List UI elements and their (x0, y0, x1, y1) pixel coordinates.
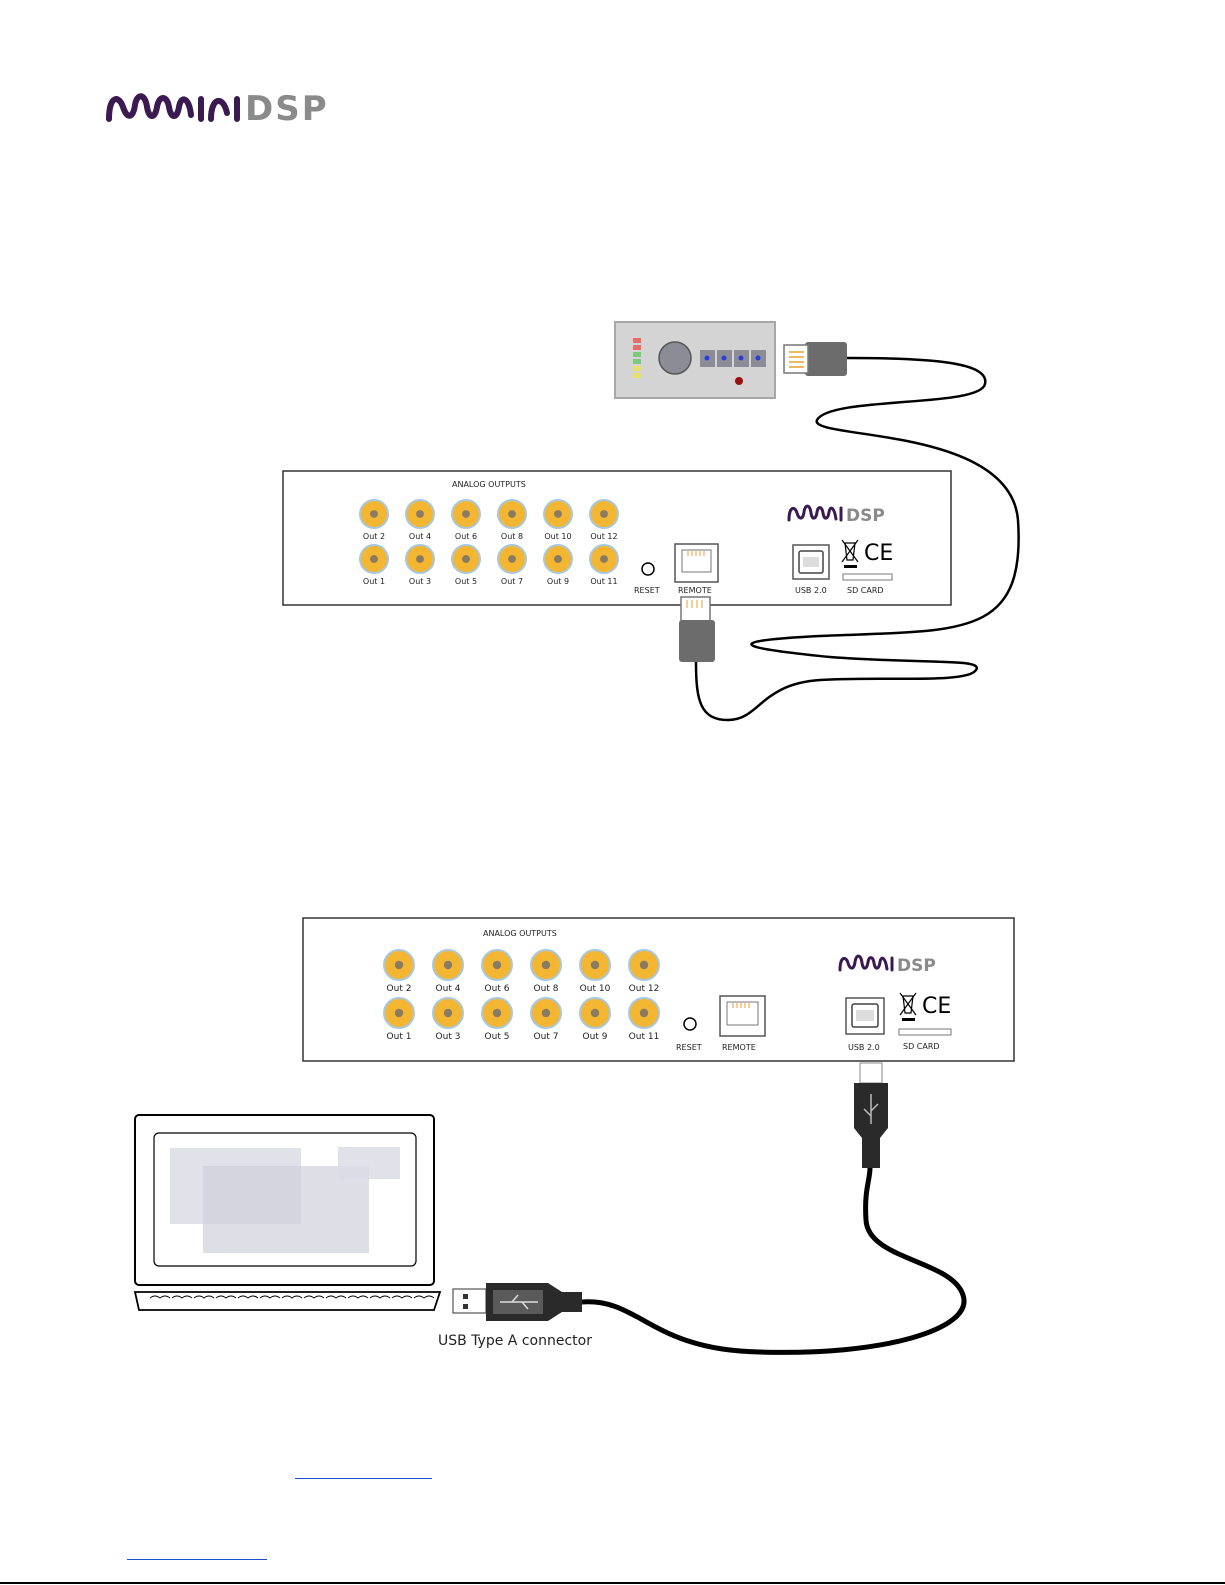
output-jack-label: Out 5 (485, 1032, 510, 1042)
laptop-screen-windows (170, 1147, 400, 1253)
output-jack: Out 9 (544, 545, 572, 586)
remote-label: REMOTE (722, 1043, 756, 1052)
ce-mark: CE (922, 994, 951, 1019)
output-jack: Out 11 (629, 998, 660, 1042)
output-jack-label: Out 1 (387, 1032, 412, 1042)
remote-port (720, 996, 765, 1036)
output-jack: Out 10 (580, 950, 611, 994)
output-jack-label: Out 11 (590, 577, 617, 586)
output-jack-label: Out 10 (580, 984, 611, 994)
link-underline-2 (127, 1559, 267, 1560)
footer-rule (0, 1582, 1225, 1584)
ce-mark: CE (864, 541, 893, 566)
usb-connection-diagram: ANALOG OUTPUTS Out 2 Out 4 Out 6 Out 8 Out 1… (0, 880, 1225, 1380)
analog-outputs-label: ANALOG OUTPUTS (483, 929, 557, 938)
output-jack: Out 12 (590, 500, 618, 541)
output-jack: Out 4 (433, 950, 463, 994)
remote-connection-diagram: ANALOG OUTPUTS Out 2 Out 4 Out 6 Out 8 Out 1… (0, 0, 1225, 760)
output-jack: Out 4 (406, 500, 434, 541)
reset-button (642, 563, 654, 575)
output-jack: Out 12 (629, 950, 660, 994)
output-jack-label: Out 9 (583, 1032, 608, 1042)
output-jack-label: Out 4 (436, 984, 461, 994)
rj45-plug-device (679, 597, 715, 662)
output-jack: Out 2 (360, 500, 388, 541)
usb-label: USB 2.0 (795, 586, 827, 595)
ir-receiver-icon (735, 377, 743, 385)
output-jack: Out 1 (384, 998, 414, 1042)
output-jack: Out 7 (498, 545, 526, 586)
sd-card-label: SD CARD (847, 586, 884, 595)
output-jack: Out 1 (360, 545, 388, 586)
output-jack-label: Out 6 (455, 532, 477, 541)
output-jack: Out 8 (498, 500, 526, 541)
usb-cable (582, 1168, 964, 1352)
output-jack-label: Out 2 (387, 984, 412, 994)
output-jack: Out 5 (482, 998, 512, 1042)
usb-b-port (846, 998, 884, 1034)
remote-port (675, 544, 718, 582)
output-jack-label: Out 9 (547, 577, 569, 586)
output-jack-label: Out 12 (590, 532, 617, 541)
output-jack-label: Out 3 (409, 577, 431, 586)
output-jack-label: Out 8 (534, 984, 559, 994)
output-jack-label: Out 8 (501, 532, 523, 541)
output-jack: Out 5 (452, 545, 480, 586)
output-jack: Out 9 (580, 998, 610, 1042)
laptop (135, 1115, 440, 1310)
output-jack-label: Out 2 (363, 532, 385, 541)
output-jack: Out 6 (452, 500, 480, 541)
reset-button (684, 1018, 696, 1030)
output-jack-label: Out 12 (629, 984, 660, 994)
svg-text:DSP: DSP (897, 956, 936, 976)
device-rear-panel-2: ANALOG OUTPUTS Out 2 Out 4 Out 6 Out 8 Out 1… (303, 918, 1014, 1061)
output-jack: Out 2 (384, 950, 414, 994)
output-jack-label: Out 11 (629, 1032, 660, 1042)
remote-control-unit (615, 322, 775, 398)
device-rear-panel-1: ANALOG OUTPUTS Out 2 Out 4 Out 6 Out 8 Out 1… (283, 471, 951, 605)
output-jack: Out 3 (433, 998, 463, 1042)
remote-label: REMOTE (678, 586, 712, 595)
usb-b-plug (854, 1063, 888, 1168)
output-jack: Out 11 (590, 545, 618, 586)
usb-a-plug (453, 1283, 582, 1321)
sd-card-label: SD CARD (903, 1042, 940, 1051)
reset-label: RESET (634, 586, 660, 595)
output-jack-label: Out 3 (436, 1032, 461, 1042)
output-jack: Out 10 (544, 500, 572, 541)
analog-outputs-label: ANALOG OUTPUTS (452, 480, 526, 489)
output-jack-label: Out 6 (485, 984, 510, 994)
usb-label: USB 2.0 (848, 1043, 880, 1052)
output-jack-label: Out 7 (501, 577, 523, 586)
output-jack: Out 3 (406, 545, 434, 586)
usb-type-a-connector-label: USB Type A connector (438, 1333, 592, 1349)
output-jack-label: Out 7 (534, 1032, 559, 1042)
output-jack: Out 8 (531, 950, 561, 994)
link-underline-1 (295, 1478, 432, 1479)
output-jack-label: Out 10 (544, 532, 571, 541)
svg-text:DSP: DSP (846, 506, 885, 526)
output-jack-label: Out 5 (455, 577, 477, 586)
sd-card-slot (899, 1029, 951, 1035)
output-jack-label: Out 4 (409, 532, 431, 541)
output-jack: Out 7 (531, 998, 561, 1042)
sd-card-slot (843, 574, 892, 580)
output-jack-label: Out 1 (363, 577, 385, 586)
reset-label: RESET (676, 1043, 702, 1052)
rj45-plug-remote (784, 342, 847, 376)
usb-b-port (793, 545, 829, 579)
output-jack: Out 6 (482, 950, 512, 994)
volume-knob (659, 342, 691, 374)
laptop-keyboard-base (135, 1292, 440, 1310)
